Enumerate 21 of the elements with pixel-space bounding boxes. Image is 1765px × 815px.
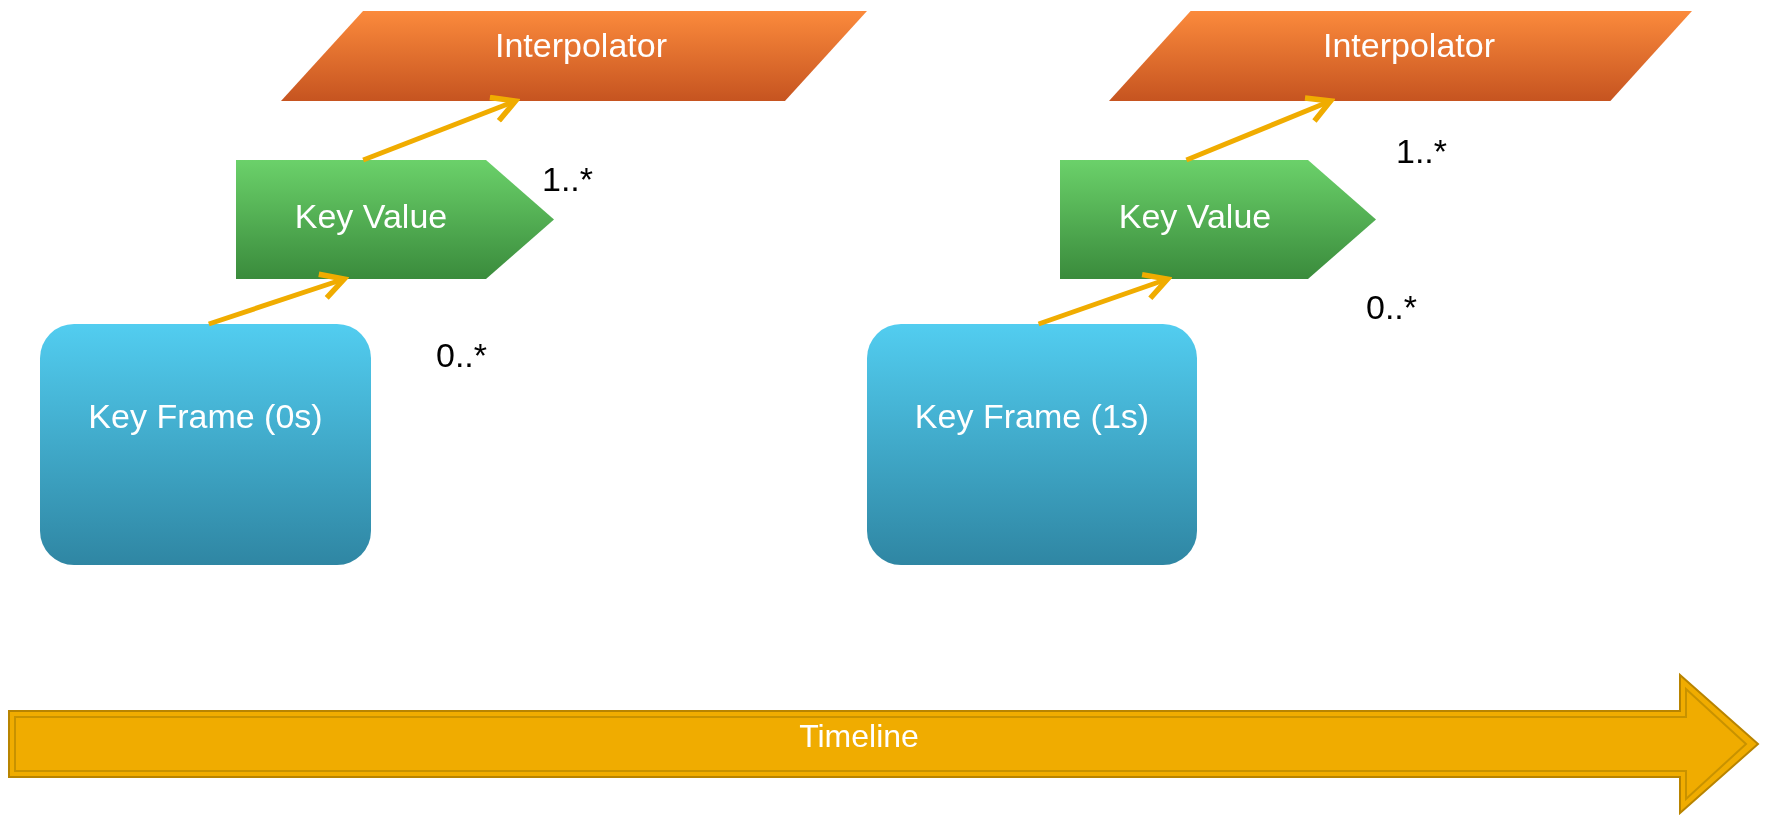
- arrow: [1185, 95, 1334, 163]
- arrow: [208, 271, 347, 327]
- multiplicity-label: 1..*: [542, 160, 594, 199]
- node-label: Key Value: [293, 196, 449, 237]
- pentagon-shape: [1060, 160, 1376, 279]
- node-label: Key Frame (0s): [87, 396, 324, 437]
- rounded-box: [40, 324, 371, 565]
- multiplicity-label: 1..*: [1396, 132, 1448, 171]
- block-arrow: [9, 675, 1758, 813]
- arrow: [1037, 271, 1171, 327]
- multiplicity-label: 0..*: [1366, 288, 1418, 327]
- node-label: Key Frame (1s): [913, 396, 1151, 437]
- parallelogram-shape: [1109, 11, 1692, 101]
- node-label: Interpolator: [1322, 25, 1496, 66]
- multiplicity-label: 0..*: [436, 336, 488, 375]
- rounded-box: [867, 324, 1197, 565]
- node-label: Interpolator: [494, 25, 668, 66]
- parallelogram-shape: [281, 11, 867, 101]
- node-label: Timeline: [798, 717, 920, 756]
- arrow: [362, 94, 519, 163]
- node-label: Key Value: [1117, 196, 1273, 237]
